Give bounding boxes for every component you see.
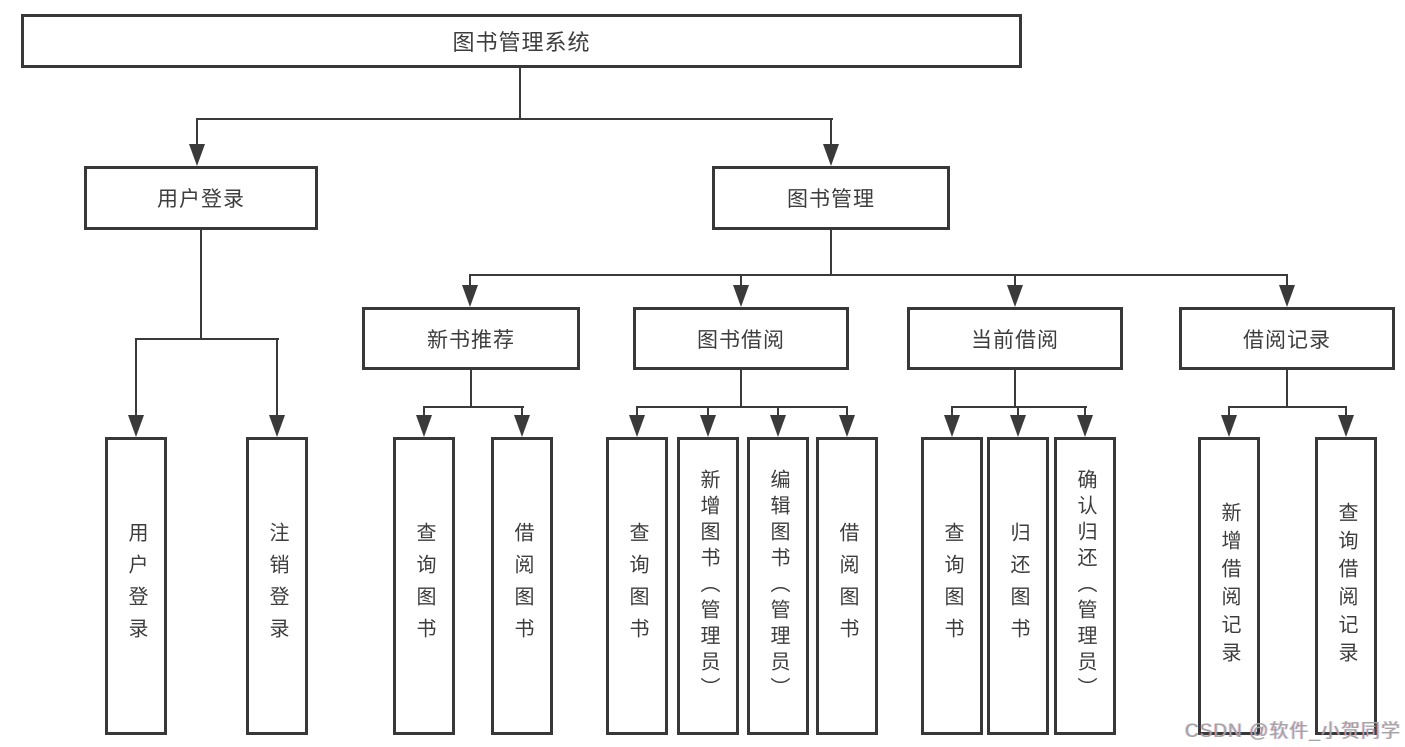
connector-line (470, 370, 472, 408)
node-borrowing-records: 借阅记录 (1179, 307, 1395, 370)
leaf-label: 查询图书 (626, 522, 648, 650)
arrowhead-down (189, 144, 205, 166)
connector-line (1345, 406, 1347, 417)
leaf-label: 归还图书 (1007, 522, 1029, 650)
leaf-label: 注销登录 (266, 522, 288, 650)
leaf-return-books: 归还图书 (987, 437, 1049, 735)
leaf-user-login: 用户登录 (105, 437, 167, 735)
arrowhead-down (128, 415, 144, 437)
connector-line (1228, 406, 1230, 417)
leaf-label: 查询图书 (941, 522, 963, 650)
leaf-query-books-borrowing: 查询图书 (606, 437, 668, 735)
connector-line (636, 406, 848, 408)
arrowhead-down (462, 285, 478, 307)
arrowhead-down (944, 415, 960, 437)
connector-line (423, 406, 524, 408)
connector-line (1017, 406, 1019, 417)
node-current-borrowing: 当前借阅 (907, 307, 1123, 370)
connector-line (1228, 406, 1347, 408)
connector-line (1014, 274, 1016, 287)
arrowhead-down (733, 285, 749, 307)
connector-line (200, 230, 202, 340)
connector-line (951, 406, 953, 417)
leaf-label: 确认归还（管理员） (1074, 469, 1096, 703)
connector-line (519, 68, 521, 120)
arrowhead-down (416, 415, 432, 437)
connector-line (1286, 370, 1288, 408)
connector-line (707, 406, 709, 417)
connector-line (830, 230, 832, 276)
connector-line (846, 406, 848, 417)
csdn-watermark: CSDN @软件_小贺同学 (1185, 721, 1401, 742)
leaf-query-books-current: 查询图书 (921, 437, 983, 735)
connector-line (1084, 406, 1086, 417)
connector-line (470, 274, 1288, 276)
connector-line (196, 118, 833, 120)
arrowhead-down (770, 415, 786, 437)
leaf-label: 新增借阅记录 (1218, 502, 1240, 670)
node-new-book-recommendation: 新书推荐 (362, 307, 580, 370)
leaf-label: 借阅图书 (836, 522, 858, 650)
connector-line (135, 338, 137, 417)
arrowhead-down (514, 415, 530, 437)
connector-line (135, 338, 279, 340)
leaf-edit-books-admin: 编辑图书（管理员） (747, 437, 809, 735)
connector-line (521, 406, 523, 417)
leaf-borrow-books-recommend: 借阅图书 (491, 437, 553, 735)
connector-line (1014, 370, 1016, 408)
node-book-borrowing: 图书借阅 (633, 307, 849, 370)
connector-line (1286, 274, 1288, 287)
connector-line (740, 274, 742, 287)
arrowhead-down (269, 415, 285, 437)
leaf-label: 查询借阅记录 (1335, 502, 1357, 670)
arrowhead-down (1279, 285, 1295, 307)
leaf-add-books-admin: 新增图书（管理员） (677, 437, 739, 735)
arrowhead-down (1010, 415, 1026, 437)
node-library-management-system: 图书管理系统 (21, 14, 1022, 68)
connector-line (740, 370, 742, 408)
arrowhead-down (1077, 415, 1093, 437)
arrowhead-down (1007, 285, 1023, 307)
arrowhead-down (839, 415, 855, 437)
leaf-logout: 注销登录 (246, 437, 308, 735)
connector-line (951, 406, 1087, 408)
node-book-management: 图书管理 (712, 166, 950, 230)
leaf-label: 查询图书 (413, 522, 435, 650)
leaf-label: 编辑图书（管理员） (767, 469, 789, 703)
connector-line (276, 338, 278, 417)
arrowhead-down (700, 415, 716, 437)
arrowhead-down (823, 144, 839, 166)
connector-line (469, 274, 471, 287)
leaf-confirm-return-admin: 确认归还（管理员） (1054, 437, 1116, 735)
arrowhead-down (1338, 415, 1354, 437)
leaf-borrow-books: 借阅图书 (816, 437, 878, 735)
leaf-label: 用户登录 (125, 522, 147, 650)
leaf-query-books-recommend: 查询图书 (393, 437, 455, 735)
connector-line (830, 118, 832, 146)
connector-line (423, 406, 425, 417)
leaf-add-borrow-record: 新增借阅记录 (1198, 437, 1260, 735)
arrowhead-down (629, 415, 645, 437)
arrowhead-down (1221, 415, 1237, 437)
leaf-query-borrow-record: 查询借阅记录 (1315, 437, 1377, 735)
connector-line (196, 118, 198, 146)
node-user-login: 用户登录 (84, 166, 318, 230)
leaf-label: 借阅图书 (511, 522, 533, 650)
connector-line (777, 406, 779, 417)
connector-line (636, 406, 638, 417)
leaf-label: 新增图书（管理员） (697, 469, 719, 703)
